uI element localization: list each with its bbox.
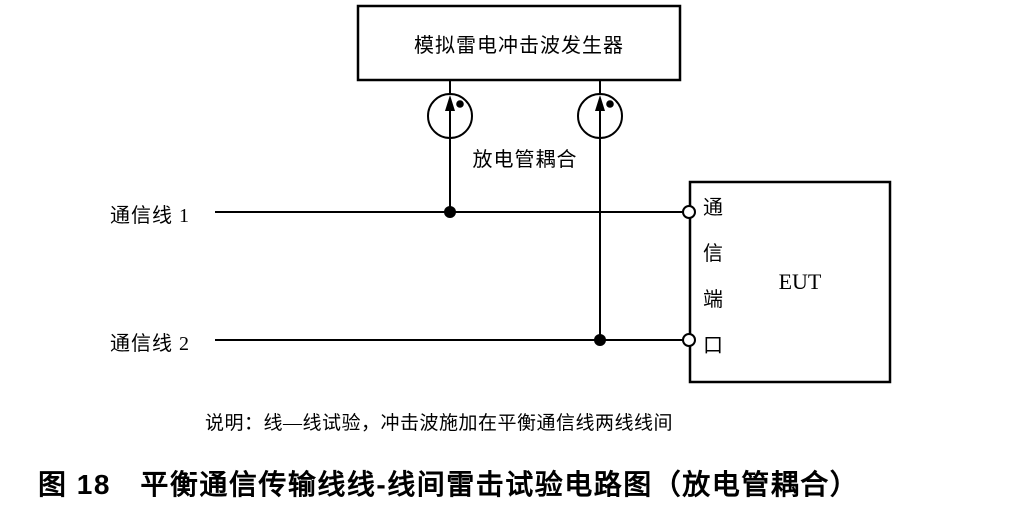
coupling-label: 放电管耦合 xyxy=(472,149,578,171)
port-terminal-icon xyxy=(682,333,696,347)
junction-dot xyxy=(444,206,456,218)
generator-box xyxy=(356,4,682,82)
generator-drop-wires xyxy=(449,80,601,340)
comm-port-label: 通 信 端 口 xyxy=(700,198,726,356)
discharge-tube-icon xyxy=(427,93,473,139)
port-char: 通 xyxy=(703,197,723,219)
comm-line-2-label: 通信线 2 xyxy=(110,333,190,355)
eut-label: EUT xyxy=(778,269,822,294)
comm-line-1-label: 通信线 1 xyxy=(110,205,190,227)
junction-dot xyxy=(594,334,606,346)
eut-box xyxy=(688,180,892,384)
discharge-tube-icon xyxy=(577,93,623,139)
port-char: 端 xyxy=(703,289,723,311)
port-char: 信 xyxy=(703,243,723,265)
figure-title: 图 18 平衡通信传输线线-线间雷击试验电路图（放电管耦合） xyxy=(38,469,860,500)
port-terminal-icon xyxy=(682,205,696,219)
generator-label: 模拟雷电冲击波发生器 xyxy=(414,34,624,57)
figure-note: 说明：线—线试验，冲击波施加在平衡通信线两线线间 xyxy=(205,413,674,434)
port-char: 口 xyxy=(703,335,723,357)
